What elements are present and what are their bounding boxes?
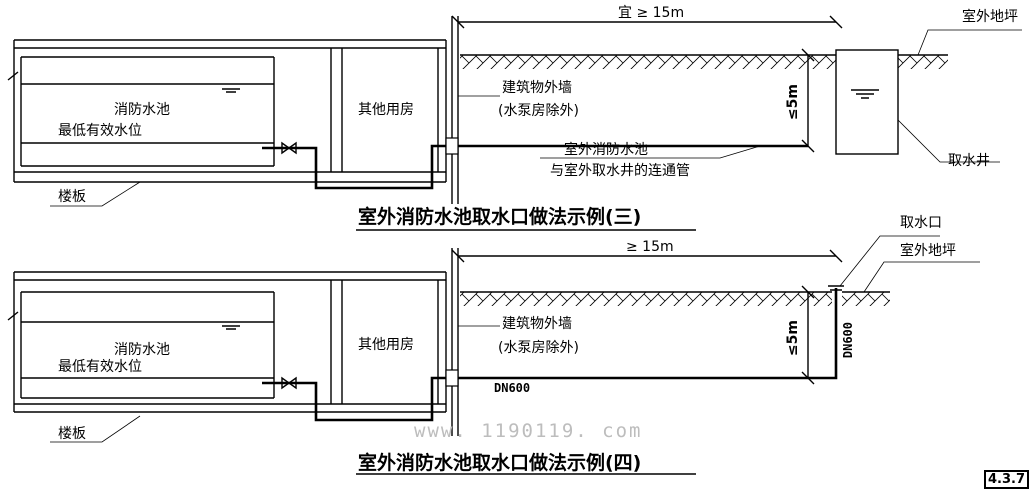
wall-label-4a: 建筑物外墙 [502, 316, 572, 332]
min-level-label-3: 最低有效水位 [58, 123, 142, 139]
watermark: www. 1190119. com [414, 420, 643, 442]
pool-label-4: 消防水池 [114, 342, 170, 358]
wall-label-3a: 建筑物外墙 [502, 80, 572, 96]
distance-label-3: 宜 ≥ 15m [618, 5, 685, 21]
min-level-label-4: 最低有效水位 [58, 359, 142, 375]
diagram-3-linework [7, 15, 1022, 231]
pipe-label-3a: 室外消防水池 [564, 142, 648, 158]
well-label-3: 取水井 [948, 153, 990, 169]
wall-label-3b: (水泵房除外) [498, 103, 579, 119]
page-code: 4.3.7 [984, 470, 1030, 489]
floor-label-4: 楼板 [58, 426, 86, 442]
pipe-size-label-4: DN600 [494, 381, 531, 395]
pool-label-3: 消防水池 [114, 102, 170, 118]
depth-label-4: ≤5m [785, 320, 801, 357]
other-room-label-4: 其他用房 [358, 337, 414, 353]
pipe-label-3b: 与室外取水井的连通管 [550, 163, 690, 179]
distance-label-4: ≥ 15m [626, 239, 674, 255]
floor-label-3: 楼板 [58, 189, 86, 205]
ground-label-4: 室外地坪 [900, 243, 956, 259]
intake-label-4: 取水口 [900, 215, 942, 231]
diagram-4-linework [7, 235, 980, 475]
depth-label-3: ≤5m [785, 84, 801, 121]
wall-label-4b: (水泵房除外) [498, 340, 579, 356]
diagram-3-title: 室外消防水池取水口做法示例(三) [358, 206, 642, 228]
diagram-4-title: 室外消防水池取水口做法示例(四) [358, 452, 642, 474]
other-room-label-3: 其他用房 [358, 102, 414, 118]
ground-label-3: 室外地坪 [962, 9, 1018, 25]
riser-size-label-4: DN600 [841, 322, 855, 359]
